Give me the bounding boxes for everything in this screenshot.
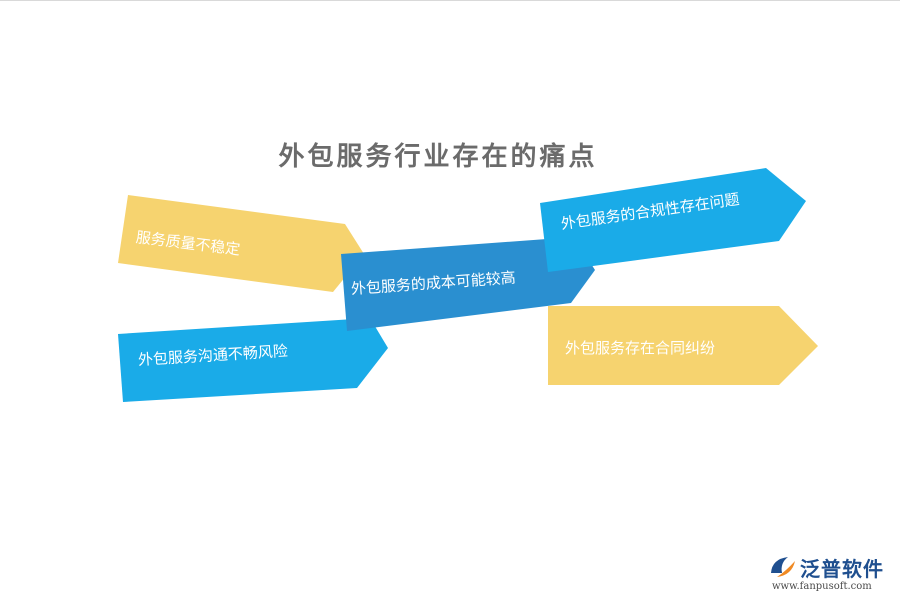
diagram-title: 外包服务行业存在的痛点	[278, 142, 598, 172]
top-divider	[0, 0, 900, 1]
brand-logo: 泛普软件 www.fanpusoft.com	[768, 553, 894, 598]
label-contract: 外包服务存在合同纠纷	[565, 339, 716, 357]
brand-name: 泛普软件	[800, 557, 884, 581]
fanpu-logo-icon	[771, 557, 795, 577]
brand-url: www.fanpusoft.com	[772, 581, 872, 592]
